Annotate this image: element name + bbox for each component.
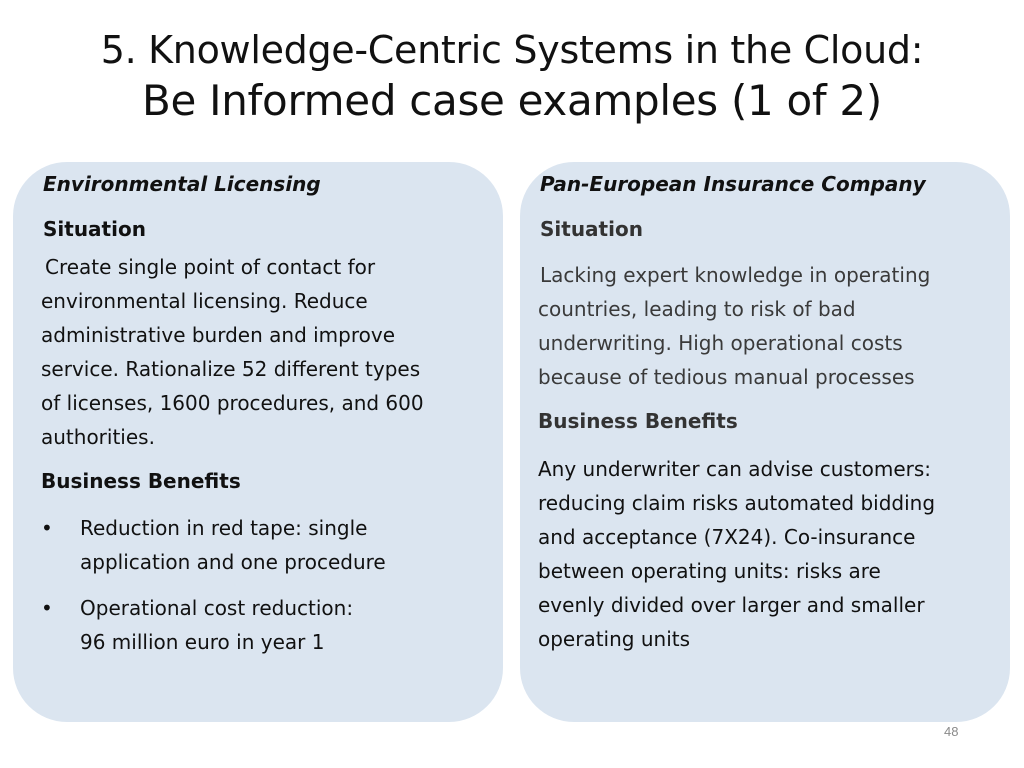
title-line-2: Be Informed case examples (1 of 2) [142,76,882,125]
left-situation-line: service. Rationalize 52 different types [41,357,421,381]
left-situation-line: authorities. [41,425,155,449]
right-benefits-line: reducing claim risks automated bidding [538,491,936,515]
right-situation-heading: Situation [540,217,643,241]
left-case-panel: Environmental Licensing Situation Create… [13,162,503,722]
right-situation-line: countries, leading to risk of bad [538,297,856,321]
right-benefits-text: Any underwriter can advise customers: re… [538,452,935,656]
left-benefits-list: • Reduction in red tape: single applicat… [41,511,386,671]
left-situation-line: administrative burden and improve [41,323,396,347]
right-panel-title: Pan-European Insurance Company [540,172,926,196]
left-situation-line: of licenses, 1600 procedures, and 600 [41,391,424,415]
left-situation-text: Create single point of contact for envir… [41,250,424,454]
left-panel-title: Environmental Licensing [43,172,321,196]
left-situation-line: environmental licensing. Reduce [41,289,368,313]
bullet-icon: • [41,596,53,620]
bullet-icon: • [41,516,53,540]
left-situation-line: Create single point of contact for [45,255,376,279]
bullet-line: application and one procedure [80,550,386,574]
right-benefits-line: Any underwriter can advise customers: [538,457,932,481]
slide-title: 5. Knowledge-Centric Systems in the Clou… [0,26,1024,128]
bullet-line: Reduction in red tape: single [80,516,368,540]
right-situation-line: because of tedious manual processes [538,365,915,389]
bullet-line: Operational cost reduction: [80,596,354,620]
list-item: • Reduction in red tape: single applicat… [41,511,386,579]
right-benefits-line: between operating units: risks are [538,559,881,583]
list-item: • Operational cost reduction: 96 million… [41,591,386,659]
right-benefits-heading: Business Benefits [538,409,738,433]
right-benefits-line: and acceptance (7X24). Co-insurance [538,525,916,549]
right-case-panel: Pan-European Insurance Company Situation… [520,162,1010,722]
title-line-1: 5. Knowledge-Centric Systems in the Clou… [100,28,924,72]
right-benefits-line: evenly divided over larger and smaller [538,593,925,617]
left-benefits-heading: Business Benefits [41,469,241,493]
page-number: 48 [944,724,959,739]
right-benefits-line: operating units [538,627,691,651]
right-situation-text: Lacking expert knowledge in operating co… [538,258,930,394]
right-situation-line: Lacking expert knowledge in operating [540,263,931,287]
right-situation-line: underwriting. High operational costs [538,331,903,355]
bullet-line: 96 million euro in year 1 [80,630,325,654]
left-situation-heading: Situation [43,217,146,241]
